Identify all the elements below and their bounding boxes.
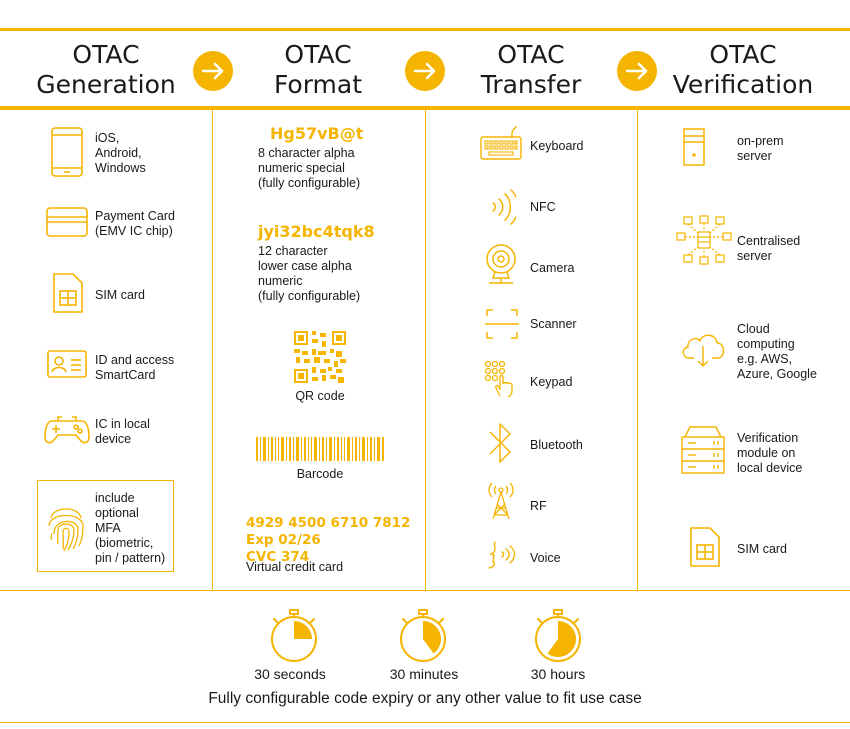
timer-label: 30 seconds [254, 666, 326, 682]
code-sample-8char: Hg57vB@t [270, 124, 364, 143]
network-icon [676, 215, 732, 265]
transfer-item-text: Camera [530, 261, 575, 275]
voice-icon [485, 540, 517, 570]
camera-icon [484, 243, 518, 285]
column-title-format: OTAC Format [273, 40, 363, 99]
generation-item-text: Payment Card (EMV IC chip) [95, 209, 175, 238]
code-sample-12char-desc: 12 character lower case alpha numeric (f… [258, 244, 361, 303]
generation-item-text: include optional MFA (biometric, pin / p… [95, 491, 166, 565]
column-divider [212, 110, 213, 590]
column-divider [425, 110, 426, 590]
transfer-item-text: Keypad [530, 375, 573, 389]
generation-item-text: IC in local device [95, 417, 150, 446]
virtual-card-exp: Exp 02/26 [246, 532, 321, 548]
generation-item-text: iOS, Android, Windows [95, 131, 146, 175]
timer-fill [547, 621, 577, 657]
virtual-card-label: Virtual credit card [246, 560, 344, 574]
smartphone-icon [50, 127, 84, 177]
transfer-item-text: Voice [530, 551, 561, 565]
bluetooth-icon [488, 420, 512, 466]
arrow-right-icon [617, 51, 657, 91]
transfer-item-text: Bluetooth [530, 438, 583, 452]
keypad-icon [484, 360, 518, 398]
column-title-generation: OTAC Generation [36, 40, 176, 99]
mfa-box [37, 480, 174, 572]
footer-text: Fully configurable code expiry or any ot… [208, 690, 642, 707]
code-sample-12char: jyi32bc4tqk8 [258, 222, 375, 241]
body-bottom-line [0, 590, 850, 591]
nfc-icon [490, 188, 516, 226]
arrow-right-icon [193, 51, 233, 91]
qr-code-label: QR code [295, 389, 345, 403]
sim-card-icon [53, 273, 83, 313]
transfer-item-text: RF [530, 499, 547, 513]
header-top-line [0, 28, 850, 31]
verification-item-text: SIM card [737, 542, 788, 556]
stopwatch-icon [395, 606, 451, 664]
id-card-icon [47, 350, 87, 378]
rf-icon [484, 482, 518, 520]
verification-item-text: Cloud computing e.g. AWS, Azure, Google [737, 322, 817, 381]
column-title-verification: OTAC Verification [672, 40, 814, 99]
scanner-icon [485, 308, 519, 340]
generation-item-text: ID and access SmartCard [95, 353, 175, 382]
transfer-item-text: NFC [530, 200, 556, 214]
verification-item-text: Centralised server [737, 234, 801, 263]
timer-label: 30 minutes [389, 666, 459, 682]
server-tower-icon [683, 128, 705, 166]
column-divider [637, 110, 638, 590]
barcode-icon [256, 437, 384, 461]
barcode-label: Barcode [296, 467, 344, 481]
fingerprint-icon [46, 500, 86, 552]
code-sample-8char-desc: 8 character alpha numeric special (fully… [258, 146, 361, 190]
virtual-card-number: 4929 4500 6710 7812 [246, 515, 411, 531]
gamepad-icon [44, 415, 90, 445]
virtual-card-cvc: CVC 374 [246, 549, 310, 565]
cloud-icon [680, 330, 726, 368]
verification-item-text: on-prem server [737, 134, 784, 163]
qr-code-icon [294, 331, 346, 383]
stopwatch-icon [266, 606, 322, 664]
footer-bottom-line [0, 722, 850, 723]
header-bottom-line [0, 106, 850, 110]
sim-card-icon [690, 527, 720, 567]
column-title-transfer: OTAC Transfer [480, 40, 582, 99]
verification-item-text: Verification module on local device [737, 431, 803, 475]
server-rack-icon [680, 425, 726, 475]
generation-item-text: SIM card [95, 288, 146, 302]
stopwatch-icon [530, 606, 586, 664]
timer-fill [423, 621, 441, 654]
payment-card-icon [46, 207, 88, 237]
keyboard-icon [480, 125, 522, 161]
arrow-right-icon [405, 51, 445, 91]
transfer-item-text: Scanner [530, 317, 577, 331]
timer-fill [294, 621, 312, 639]
timer-label: 30 hours [530, 666, 586, 682]
transfer-item-text: Keyboard [530, 139, 584, 153]
